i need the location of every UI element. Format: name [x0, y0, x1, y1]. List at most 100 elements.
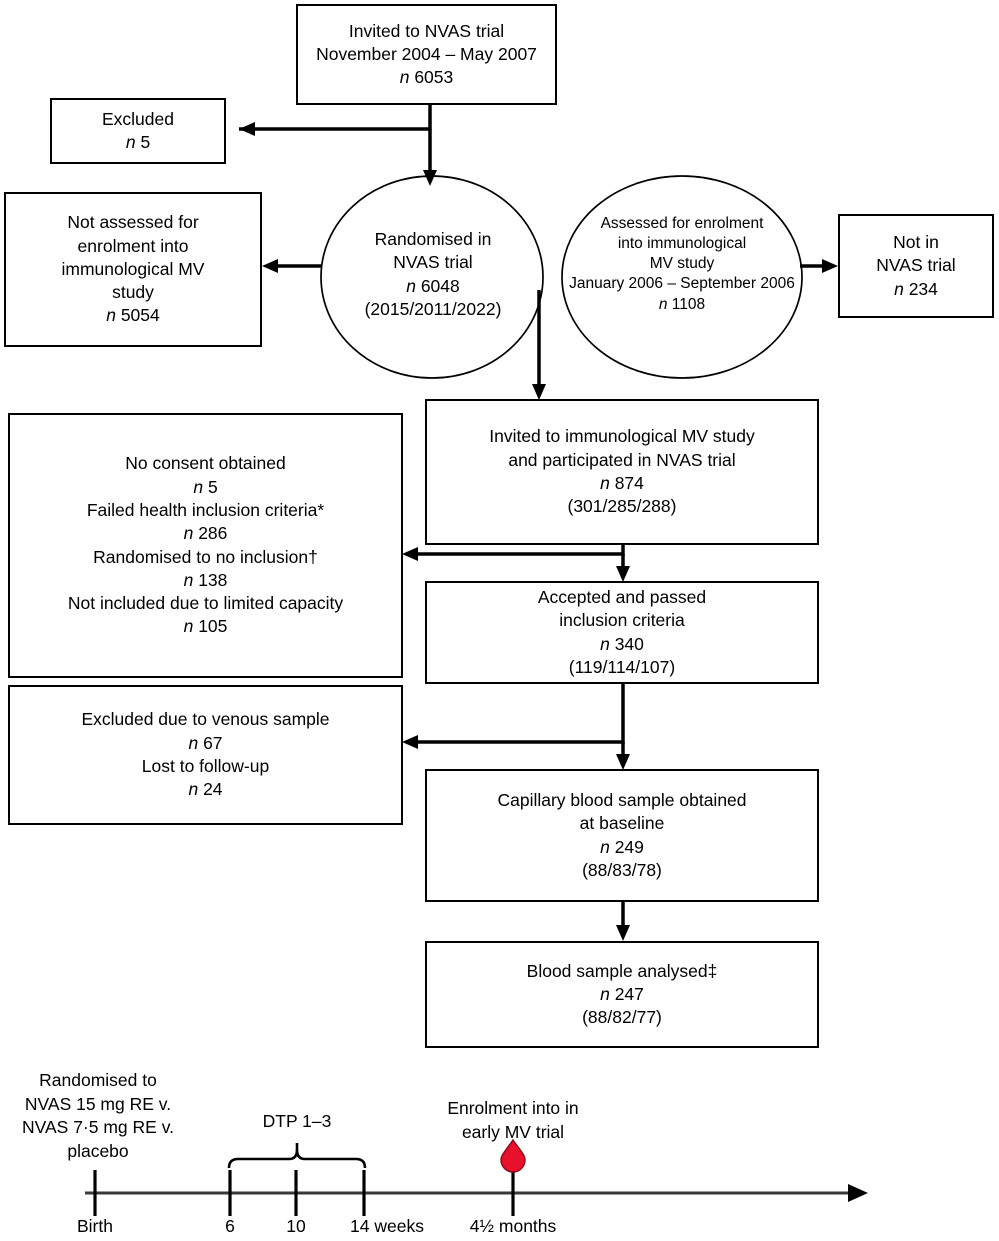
- node-breakdown: (119/114/107): [568, 656, 676, 677]
- node-count: n 286: [16, 522, 395, 545]
- n-value: 874: [614, 473, 644, 493]
- node-exclusion-reasons: No consent obtained n 5 Failed health in…: [8, 413, 403, 678]
- connector-invited-mv-to-exclusions: [402, 544, 625, 561]
- node-count: n 5: [58, 131, 218, 154]
- note-line: placebo: [67, 1140, 129, 1161]
- node-invited-to-mv-study: Invited to immunological MV study and pa…: [425, 399, 819, 545]
- note-line: Enrolment into in: [447, 1098, 579, 1118]
- n-label: n: [193, 476, 204, 497]
- node-count: n 138: [16, 569, 395, 592]
- n-value: 67: [203, 732, 223, 753]
- timeline-dtp-label: DTP 1–3: [262, 1111, 332, 1131]
- n-label: n: [600, 633, 610, 654]
- node-count: n 105: [16, 615, 395, 638]
- n-label: n: [600, 473, 610, 493]
- n-label: n: [183, 523, 194, 544]
- timeline-tick-label-6: 6: [225, 1216, 235, 1236]
- node-line: Excluded: [102, 108, 174, 129]
- node-line: No consent obtained: [125, 453, 286, 474]
- node-not-in-nvas-trial: Not in NVAS trial n 234: [838, 214, 994, 318]
- connector-accepted-to-excluded-venous: [402, 683, 625, 749]
- node-count: n 67: [16, 732, 395, 755]
- n-value: 247: [614, 983, 644, 1004]
- node-breakdown: (88/82/77): [582, 1007, 662, 1028]
- node-line: November 2004 – May 2007: [316, 43, 537, 64]
- n-label: n: [183, 616, 194, 637]
- connector-accepted-to-capillary: [616, 742, 630, 770]
- node-invited-to-trial: Invited to NVAS trial November 2004 – Ma…: [296, 4, 557, 105]
- node-line: Excluded due to venous sample: [81, 709, 330, 730]
- n-label: n: [183, 569, 194, 590]
- note-line: NVAS 7·5 mg RE v.: [21, 1117, 175, 1138]
- note-line: Randomised to: [39, 1070, 157, 1090]
- node-count: n 5: [16, 476, 395, 499]
- n-value: 286: [198, 523, 228, 544]
- node-line: Not assessed for: [67, 212, 199, 233]
- node-count: n 874: [433, 472, 811, 495]
- connector-overlap-to-invited-mv: [532, 290, 546, 400]
- node-line: enrolment into: [77, 235, 189, 256]
- timeline-randomisation-note: Randomised to NVAS 15 mg RE v. NVAS 7·5 …: [8, 1069, 188, 1164]
- node-breakdown: (301/285/288): [567, 496, 677, 517]
- node-line: and participated in NVAS trial: [508, 449, 736, 470]
- node-line: Randomised to no inclusion†: [93, 546, 318, 567]
- node-count: n 234: [846, 278, 986, 301]
- connector-invited-to-venn: [423, 129, 437, 186]
- node-count: n 249: [433, 836, 811, 859]
- node-line: Blood sample analysed‡: [526, 960, 718, 981]
- node-line: Invited to immunological MV study: [489, 426, 755, 447]
- node-line: NVAS trial: [876, 255, 956, 276]
- node-line: Not in: [893, 232, 939, 253]
- note-line: early MV trial: [461, 1121, 565, 1142]
- n-value: 5054: [120, 305, 160, 326]
- n-value: 5: [140, 132, 151, 152]
- node-count: n 5054: [12, 304, 254, 327]
- note-line: NVAS 15 mg RE v.: [24, 1093, 172, 1114]
- node-count: n 6053: [304, 66, 549, 89]
- timeline-tick-label-14-weeks: 14 weeks: [350, 1216, 424, 1236]
- timeline-axis: [85, 1184, 868, 1202]
- node-line: immunological MV: [61, 258, 205, 279]
- dtp-bracket: [227, 1143, 367, 1169]
- n-value: 340: [614, 633, 644, 654]
- n-value: 6053: [414, 67, 454, 88]
- n-label: n: [600, 983, 610, 1004]
- node-line: at baseline: [579, 813, 665, 834]
- node-line: Failed health inclusion criteria*: [86, 499, 325, 520]
- node-excluded-venous-lost: Excluded due to venous sample n 67 Lost …: [8, 685, 403, 825]
- node-capillary-blood-sample: Capillary blood sample obtained at basel…: [425, 769, 819, 902]
- node-excluded: Excluded n 5: [50, 98, 226, 164]
- node-line: Invited to NVAS trial: [348, 20, 505, 41]
- node-count: n 247: [433, 983, 811, 1006]
- connector-randomised-to-not-assessed: [262, 259, 322, 273]
- n-label: n: [399, 67, 410, 88]
- timeline-tick-label-4half-months: 4½ months: [469, 1216, 557, 1236]
- venn-ellipse-assessed: [561, 175, 803, 379]
- timeline-tick-label-10: 10: [286, 1216, 306, 1236]
- n-value: 24: [203, 779, 223, 800]
- timeline-enrolment-label: Enrolment into in early MV trial: [413, 1097, 613, 1144]
- timeline-tick-label-birth: Birth: [77, 1216, 113, 1236]
- node-breakdown: (88/83/78): [582, 859, 662, 880]
- connector-invited-to-excluded: [239, 104, 432, 136]
- n-label: n: [600, 836, 610, 857]
- node-line: inclusion criteria: [559, 610, 685, 631]
- node-line: study: [112, 282, 154, 303]
- node-count: n 24: [16, 778, 395, 801]
- n-value: 105: [198, 616, 228, 637]
- node-line: Capillary blood sample obtained: [497, 789, 747, 810]
- n-label: n: [894, 278, 904, 299]
- connector-capillary-to-analysed: [616, 901, 630, 941]
- n-label: n: [106, 305, 116, 326]
- n-label: n: [188, 732, 199, 753]
- n-label: n: [188, 779, 199, 800]
- timeline-ticks: [93, 1168, 515, 1216]
- node-blood-sample-analysed: Blood sample analysed‡ n 247 (88/82/77): [425, 941, 819, 1048]
- n-value: 249: [614, 836, 644, 857]
- node-line: Accepted and passed: [537, 586, 707, 607]
- connector-invited-mv-to-accepted: [616, 554, 630, 582]
- n-value: 5: [207, 476, 218, 497]
- node-line: Not included due to limited capacity: [67, 593, 344, 614]
- node-not-assessed-for-enrolment: Not assessed for enrolment into immunolo…: [4, 192, 262, 347]
